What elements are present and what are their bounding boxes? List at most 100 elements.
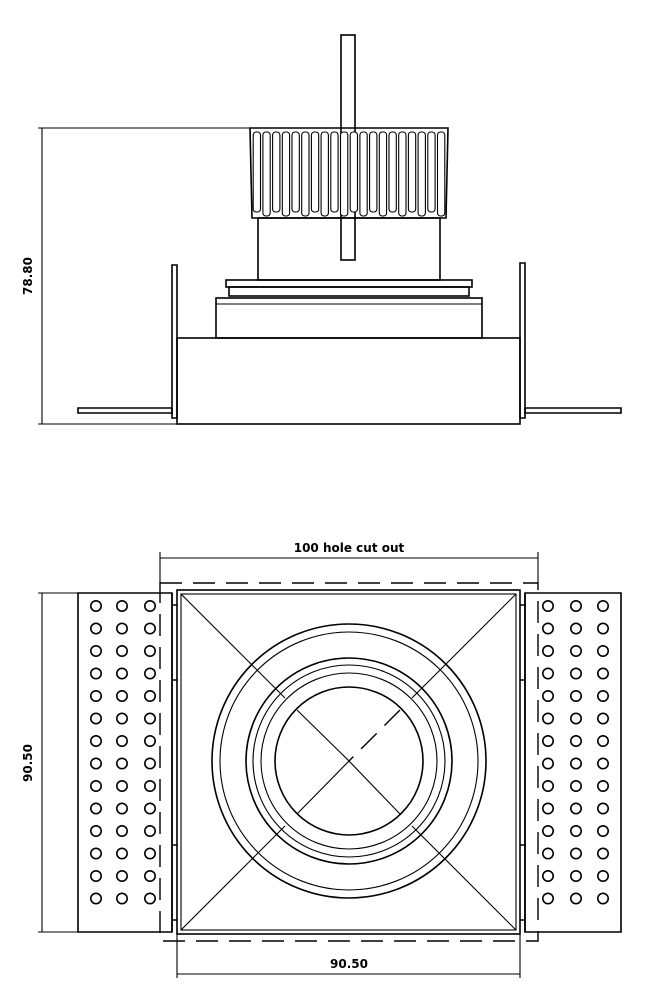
side-height-label: 78.80 — [21, 257, 35, 295]
perforation-hole — [541, 734, 554, 747]
perforation-hole — [569, 779, 582, 792]
perforation-hole — [90, 892, 103, 905]
diag-br-outer — [411, 825, 517, 931]
perforation-hole — [569, 712, 582, 725]
perforation-hole — [541, 757, 554, 770]
perforation-hole — [596, 892, 609, 905]
perforation-hole — [541, 847, 554, 860]
perforation-hole — [569, 667, 582, 680]
perforation-hole — [541, 779, 554, 792]
perforation-hole — [569, 599, 582, 612]
perforation-hole — [596, 757, 609, 770]
perforation-hole — [144, 779, 157, 792]
perforation-hole — [596, 869, 609, 882]
heatsink-fin — [310, 131, 320, 213]
heatsink-fin — [339, 131, 349, 217]
side-elevation-view: 78.80 — [21, 34, 622, 425]
heatsink-fins — [252, 131, 446, 217]
perforation-hole — [116, 712, 129, 725]
perforation-hole — [116, 667, 129, 680]
right-plaster-wing — [524, 407, 622, 414]
perforation-hole — [144, 599, 157, 612]
perforation-hole — [90, 869, 103, 882]
perforation-hole — [144, 802, 157, 815]
perforation-hole — [116, 622, 129, 635]
center-diagonals — [180, 593, 517, 931]
outer-ring — [211, 623, 487, 899]
perforation-hole — [144, 847, 157, 860]
trim-outer-square — [176, 589, 521, 935]
perforation-hole — [144, 824, 157, 837]
diag-bl-inner — [296, 760, 350, 815]
perforation-hole — [116, 689, 129, 702]
perforation-hole — [541, 712, 554, 725]
perforation-hole — [144, 667, 157, 680]
perforation-hole — [116, 757, 129, 770]
bezel-ring-inner — [252, 664, 446, 858]
perforation-hole — [569, 757, 582, 770]
perforation-hole — [569, 824, 582, 837]
perforation-hole — [541, 892, 554, 905]
heatsink-fin — [398, 131, 407, 217]
heatsink-fin — [407, 131, 417, 213]
perforation-hole — [144, 644, 157, 657]
right-clip — [519, 262, 526, 419]
heatsink-fin — [281, 131, 291, 217]
perforation-holes — [90, 599, 609, 905]
perforation-hole — [116, 847, 129, 860]
perforation-hole — [90, 622, 103, 635]
heatsink-fin — [427, 131, 436, 213]
perforation-hole — [90, 824, 103, 837]
hole-cut-out-label: 100 hole cut out — [294, 541, 405, 555]
perforation-hole — [90, 599, 103, 612]
perforation-hole — [596, 712, 609, 725]
perforation-hole — [116, 779, 129, 792]
perforation-hole — [90, 847, 103, 860]
perforation-hole — [569, 847, 582, 860]
perforation-hole — [569, 644, 582, 657]
heatsink-fin — [330, 131, 339, 213]
diag-tl-outer — [180, 593, 286, 699]
heatsink-fin — [262, 131, 271, 217]
perforation-hole — [541, 824, 554, 837]
perforation-hole — [144, 689, 157, 702]
flange-bottom — [228, 286, 470, 297]
heatsink-fin — [291, 131, 300, 213]
reflector-ring — [260, 672, 438, 850]
perforation-hole — [144, 757, 157, 770]
perforation-hole — [596, 689, 609, 702]
perforation-hole — [90, 712, 103, 725]
perforation-hole — [144, 892, 157, 905]
perforation-hole — [596, 847, 609, 860]
heatsink-fin — [369, 131, 378, 213]
heatsink-fin — [301, 131, 310, 217]
perforation-hole — [116, 824, 129, 837]
perforation-hole — [116, 869, 129, 882]
heatsink-fin — [349, 131, 359, 213]
perforation-hole — [541, 644, 554, 657]
lens-circle — [274, 686, 424, 836]
housing-box — [176, 337, 521, 425]
diag-tr-inner — [348, 709, 401, 762]
perforation-hole — [596, 644, 609, 657]
plan-view: 100 hole cut out 90.50 90.50 — [21, 541, 622, 978]
perforation-hole — [569, 892, 582, 905]
diag-tl-inner — [296, 709, 350, 762]
heatsink-fin — [417, 131, 426, 217]
perforation-hole — [541, 689, 554, 702]
hole-cut-out-outline — [159, 582, 539, 942]
perforation-hole — [90, 757, 103, 770]
perforation-hole — [569, 734, 582, 747]
diag-bl-outer — [180, 825, 286, 931]
heatsink-fin — [359, 131, 368, 217]
outer-ring-inner — [219, 631, 479, 891]
perforation-hole — [116, 892, 129, 905]
perforation-hole — [596, 599, 609, 612]
perforation-hole — [144, 869, 157, 882]
plan-height-label: 90.50 — [21, 744, 35, 782]
perforation-hole — [569, 802, 582, 815]
perforation-hole — [541, 667, 554, 680]
perforation-hole — [90, 644, 103, 657]
heatsink-fin — [320, 131, 329, 217]
heatsink-fin — [378, 131, 388, 217]
